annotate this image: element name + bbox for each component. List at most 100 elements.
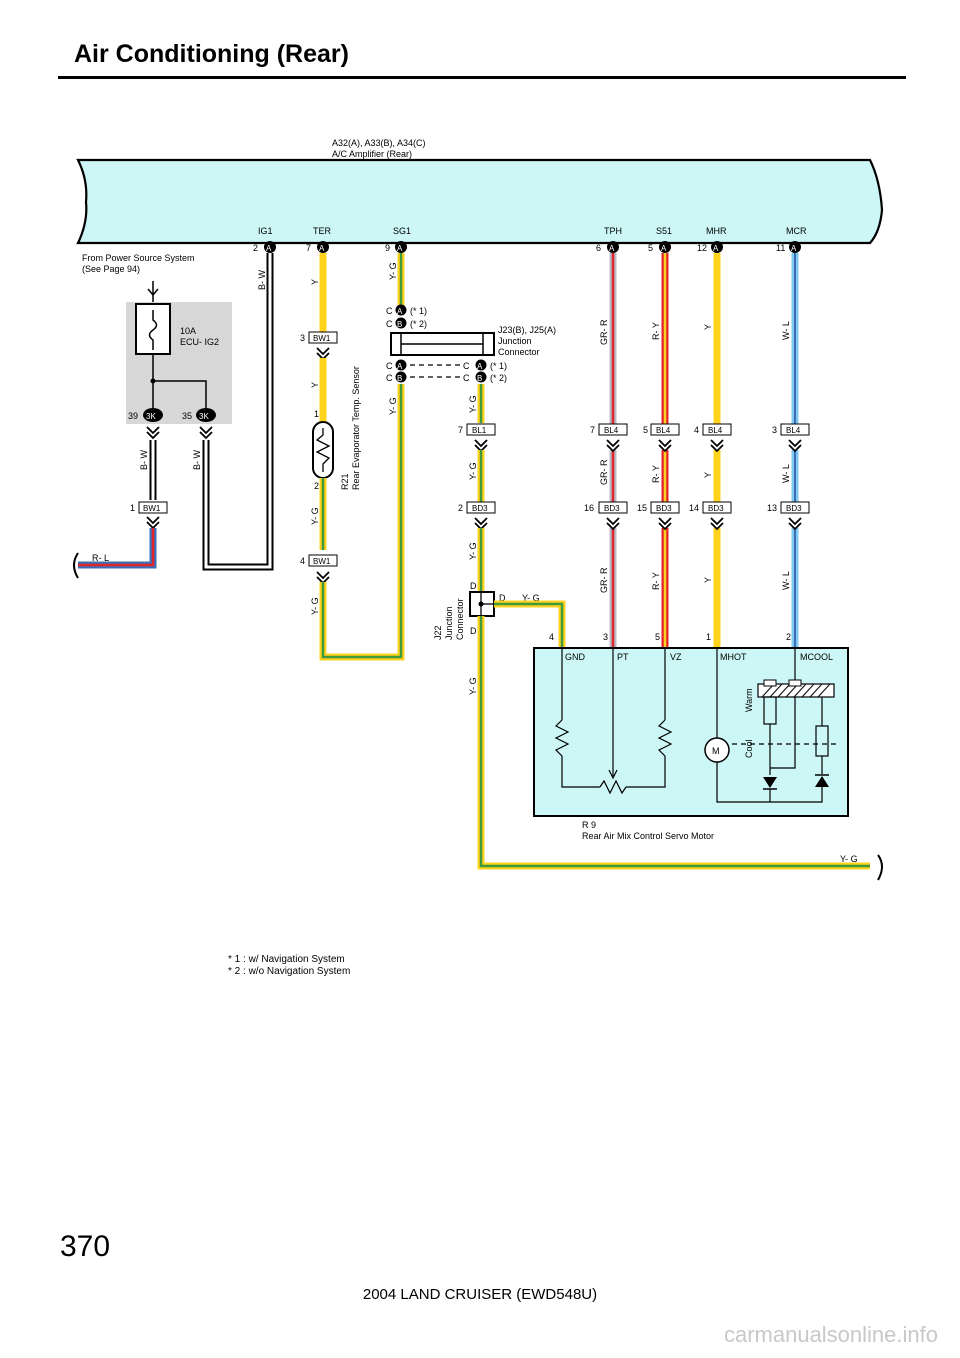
conn-bw1-4-pin: 4 <box>300 556 305 566</box>
terminal-s51: S51 <box>656 226 672 236</box>
servo-term-vz: VZ <box>670 652 682 662</box>
fuse-amp: 10A <box>180 326 196 336</box>
terminal-ig1: IG1 <box>258 226 273 236</box>
wire-label-yg-7: Y- G <box>468 542 478 560</box>
conn-bw1-1-name: BW1 <box>143 504 161 513</box>
conn-bd3-13: 13 BD3 <box>767 501 810 514</box>
amp-pin-7: 7 A <box>306 241 329 253</box>
terminal-ter: TER <box>313 226 332 236</box>
conn-bl4-7-name: BL4 <box>604 426 619 435</box>
conn-bd3-15-pin: 15 <box>637 503 647 513</box>
conn-bl4-5-pin: 5 <box>643 425 648 435</box>
j23-a-2: A <box>397 362 403 371</box>
amp-pin-9: 9 A <box>385 241 407 253</box>
title-rule <box>58 76 906 79</box>
wire-label-yg-3: Y- G <box>388 397 398 415</box>
servo-term-mcool: MCOOL <box>800 652 833 662</box>
wire-yg-j22-gnd <box>494 600 566 648</box>
servo-warm: Warm <box>744 688 754 712</box>
wire-label-bw-ig1: B- W <box>257 269 267 290</box>
wire-label-ry-3: R- Y <box>651 572 661 590</box>
conn-bw1-3-pin: 3 <box>300 333 305 343</box>
j23-c-1: C <box>386 306 393 316</box>
j22-line1: J22 <box>433 625 443 640</box>
j22-d-bottom: D <box>470 626 477 636</box>
j23-c-3: C <box>386 361 393 371</box>
power-from-line2: (See Page 94) <box>82 264 140 274</box>
wire-label-wl-3: W- L <box>781 571 791 590</box>
amp-pin-2-num: 2 <box>253 243 258 253</box>
j22-d-right: D <box>499 593 506 603</box>
wire-label-rl: R- L <box>92 553 109 563</box>
wire-label-yg-5: Y- G <box>468 395 478 413</box>
wire-label-yg-2: Y- G <box>310 597 320 615</box>
wire-label-yg-9: Y- G <box>468 677 478 695</box>
j23-note1: (* 1) <box>410 306 427 316</box>
conn-bw1-3: 3 BW1 <box>300 331 338 344</box>
terminal-mhr: MHR <box>706 226 727 236</box>
conn-bd3-16: 16 BD3 <box>584 501 628 514</box>
amp-pin-2-conn: A <box>266 244 272 253</box>
conn-3k-39-name: 3K <box>146 412 156 421</box>
conn-bw1-3-name: BW1 <box>313 334 331 343</box>
motor-label: M <box>712 746 720 756</box>
j23-c-4: C <box>463 361 470 371</box>
amp-pin-2: 2 A <box>253 241 276 253</box>
amp-pin-12: 12 A <box>697 241 723 253</box>
amp-pin-9-conn: A <box>397 244 403 253</box>
wire-break-right-icon <box>877 854 883 881</box>
fuse-name: ECU- IG2 <box>180 337 219 347</box>
diode-warm-icon <box>763 777 777 788</box>
servo-pin-3: 3 <box>603 632 608 642</box>
terminal-sg1: SG1 <box>393 226 411 236</box>
page-title: Air Conditioning (Rear) <box>74 40 349 68</box>
servo-cool: Cool <box>744 739 754 758</box>
wire-label-grr-1: GR- R <box>599 319 609 345</box>
j22-d-top: D <box>470 581 477 591</box>
conn-bl4-4: 4 BL4 <box>694 423 732 436</box>
wire-yg-sensor-return <box>319 384 405 661</box>
sensor-pin1: 1 <box>314 409 319 419</box>
servo-motor-box <box>533 647 849 817</box>
conn-bl4-3-pin: 3 <box>772 425 777 435</box>
conn-bd3-15-name: BD3 <box>656 504 672 513</box>
conn-bw1-4-name: BW1 <box>313 557 331 566</box>
wire-label-y-3: Y <box>703 324 713 330</box>
conn-bw1-1-pin: 1 <box>130 503 135 513</box>
j23-line3: Connector <box>498 347 540 357</box>
conn-bw1-4: 4 BW1 <box>300 554 338 567</box>
conn-bl4-3: 3 BL4 <box>772 423 810 436</box>
wire-break-left-icon <box>73 552 79 579</box>
conn-3k-39: 39 3K <box>128 408 163 422</box>
power-from-line1: From Power Source System <box>82 253 195 263</box>
conn-bl4-5: 5 BL4 <box>643 423 680 436</box>
conn-bd3-13-name: BD3 <box>786 504 802 513</box>
amplifier-name: A/C Amplifier (Rear) <box>332 149 412 159</box>
wire-label-yg-4: Y- G <box>388 262 398 280</box>
wire-bw <box>149 253 274 571</box>
conn-bl4-7-pin: 7 <box>590 425 595 435</box>
terminal-tph: TPH <box>604 226 622 236</box>
servo-name: Rear Air Mix Control Servo Motor <box>582 831 714 841</box>
j23-c-2: C <box>386 319 393 329</box>
conn-bd3-14-pin: 14 <box>689 503 699 513</box>
wire-label-yg-10: Y- G <box>840 854 858 864</box>
j23-note2b: (* 2) <box>490 373 507 383</box>
j23-note2: (* 2) <box>410 319 427 329</box>
amp-pin-6-conn: A <box>609 244 615 253</box>
wire-label-yg-1: Y- G <box>310 507 320 525</box>
conn-bl1-7-pin: 7 <box>458 425 463 435</box>
servo-id: R 9 <box>582 820 596 830</box>
amp-pin-5: 5 A <box>648 241 671 253</box>
j23-b-1: B <box>397 320 402 329</box>
servo-term-gnd: GND <box>565 652 586 662</box>
wire-label-yg-6: Y- G <box>468 462 478 480</box>
amp-pin-11-conn: A <box>791 244 797 253</box>
servo-pin-2: 2 <box>786 632 791 642</box>
amp-pin-11: 11 A <box>776 241 801 253</box>
amp-pin-6-num: 6 <box>596 243 601 253</box>
conn-bl4-5-name: BL4 <box>656 426 671 435</box>
footer-model: 2004 LAND CRUISER (EWD548U) <box>362 1286 598 1303</box>
wire-label-y-1: Y <box>310 279 320 285</box>
